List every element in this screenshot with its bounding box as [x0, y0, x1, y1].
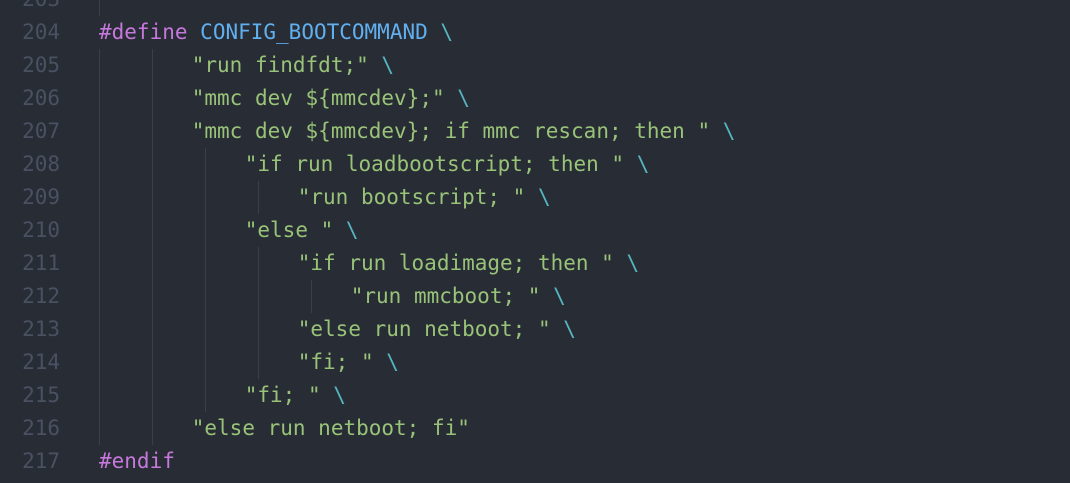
- token-plain: [369, 53, 382, 77]
- line-number: 211: [22, 251, 60, 275]
- line-number: 215: [22, 383, 60, 407]
- token-escape: \: [457, 86, 470, 110]
- token-string: "else run netboot; ": [297, 317, 551, 341]
- token-plain: [333, 218, 346, 242]
- token-escape: \: [722, 119, 736, 143]
- token-string: "fi; ": [244, 383, 321, 407]
- code-line[interactable]: 214 "fi; " \: [0, 346, 1070, 379]
- line-number: 216: [22, 416, 60, 440]
- line-number: 204: [22, 20, 60, 44]
- code-line[interactable]: 216 "else run netboot; fi": [0, 412, 1070, 445]
- line-number: 210: [22, 218, 60, 242]
- code-text: "run findfdt;" \: [192, 49, 394, 82]
- code-line[interactable]: 213 "else run netboot; " \: [0, 313, 1070, 346]
- code-line[interactable]: 204 #define CONFIG_BOOTCOMMAND \: [0, 16, 1070, 49]
- token-plain: [624, 152, 637, 176]
- code-text: "if run loadimage; then " \: [298, 247, 639, 280]
- code-text: "mmc dev ${mmcdev}; if mmc rescan; then …: [192, 115, 736, 148]
- line-number: 209: [22, 185, 60, 209]
- indent-guide: [99, 0, 100, 16]
- token-escape: \: [440, 20, 454, 44]
- token-string: "if run loadbootscript; then ": [244, 152, 625, 176]
- token-escape: \: [563, 317, 576, 341]
- token-string: "run mmcboot; ": [350, 284, 541, 308]
- token-macro: CONFIG_BOOTCOMMAND: [200, 20, 428, 44]
- token-plain: [614, 251, 627, 275]
- token-string: "fi; ": [297, 350, 374, 374]
- token-plain: [525, 185, 538, 209]
- indent-guide: [258, 247, 259, 379]
- indent-guide: [258, 181, 259, 214]
- line-number: 217: [22, 449, 60, 473]
- token-string: "mmc dev ${mmcdev}; if mmc rescan; then …: [191, 119, 711, 143]
- token-escape: \: [381, 53, 395, 77]
- token-plain: [551, 317, 564, 341]
- line-number: 207: [22, 119, 60, 143]
- token-plain: [374, 350, 387, 374]
- indent-guide: [205, 148, 206, 412]
- code-text: #endif: [99, 445, 175, 478]
- token-escape: \: [345, 218, 359, 242]
- line-number: 208: [22, 152, 60, 176]
- indent-guide: [152, 49, 153, 445]
- code-text: "run bootscript; " \: [298, 181, 551, 214]
- token-string: "mmc dev ${mmcdev};": [191, 86, 445, 110]
- code-line[interactable]: 209 "run bootscript; " \: [0, 181, 1070, 214]
- token-string: "run bootscript; ": [297, 185, 526, 209]
- line-number: 206: [22, 86, 60, 110]
- code-line[interactable]: 207 "mmc dev ${mmcdev}; if mmc rescan; th…: [0, 115, 1070, 148]
- token-keyword: #endif: [99, 449, 175, 473]
- token-escape: \: [553, 284, 566, 308]
- code-text: "else run netboot; fi": [192, 412, 470, 445]
- code-line[interactable]: 206 "mmc dev ${mmcdev};" \: [0, 82, 1070, 115]
- token-escape: \: [386, 350, 399, 374]
- code-line[interactable]: 211 "if run loadimage; then " \: [0, 247, 1070, 280]
- code-text: "else " \: [245, 214, 359, 247]
- token-plain: [188, 20, 201, 44]
- line-number: 213: [22, 317, 60, 341]
- line-number: 214: [22, 350, 60, 374]
- code-line[interactable]: 212 "run mmcboot; " \: [0, 280, 1070, 313]
- indent-guide: [99, 49, 100, 445]
- code-line[interactable]: 217 #endif: [0, 445, 1070, 478]
- code-line[interactable]: 208 "if run loadbootscript; then " \: [0, 148, 1070, 181]
- code-text: #define CONFIG_BOOTCOMMAND \: [99, 16, 453, 49]
- token-string: "if run loadimage; then ": [297, 251, 614, 275]
- code-text: "if run loadbootscript; then " \: [245, 148, 650, 181]
- token-string: "run findfdt;": [191, 53, 369, 77]
- line-number: 212: [22, 284, 60, 308]
- code-line[interactable]: 215 "fi; " \: [0, 379, 1070, 412]
- code-line[interactable]: 203: [0, 0, 1070, 16]
- code-text: "fi; " \: [298, 346, 399, 379]
- token-string: "else run netboot; fi": [191, 416, 470, 440]
- code-line[interactable]: 205 "run findfdt;" \: [0, 49, 1070, 82]
- code-text: "fi; " \: [245, 379, 346, 412]
- token-escape: \: [333, 383, 346, 407]
- token-keyword: #define: [99, 20, 188, 44]
- code-text: "else run netboot; " \: [298, 313, 576, 346]
- line-number: 205: [22, 53, 60, 77]
- line-number: 203: [0, 0, 60, 16]
- token-escape: \: [636, 152, 650, 176]
- code-text: "mmc dev ${mmcdev};" \: [192, 82, 470, 115]
- token-plain: [445, 86, 458, 110]
- token-plain: [710, 119, 723, 143]
- token-plain: [428, 20, 441, 44]
- code-line[interactable]: 210 "else " \: [0, 214, 1070, 247]
- indent-guide: [311, 280, 312, 313]
- code-text: "run mmcboot; " \: [351, 280, 566, 313]
- token-escape: \: [626, 251, 640, 275]
- token-escape: \: [537, 185, 551, 209]
- token-plain: [321, 383, 334, 407]
- token-string: "else ": [244, 218, 334, 242]
- token-plain: [540, 284, 553, 308]
